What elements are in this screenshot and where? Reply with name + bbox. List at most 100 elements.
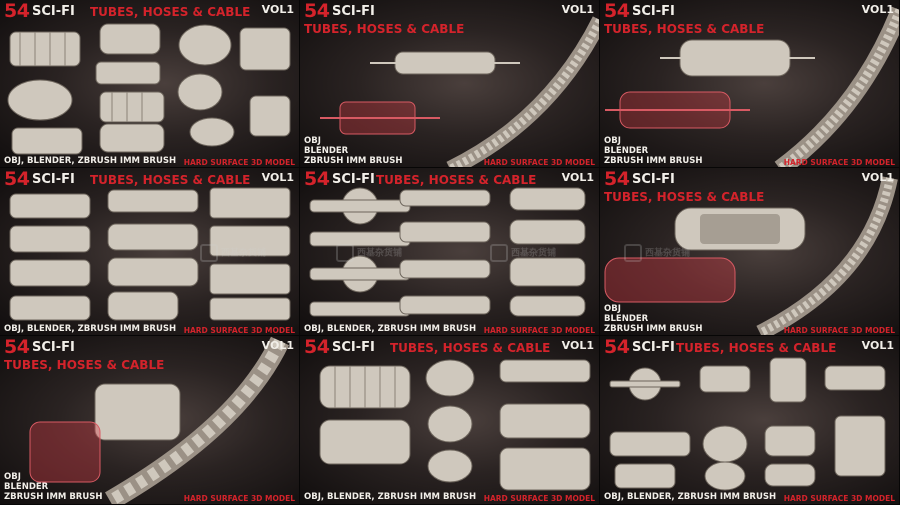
hose-render	[320, 16, 599, 167]
format-line: OBJ	[604, 136, 621, 146]
sci-fi-title: SCI-FI	[32, 340, 75, 355]
format-list: OBJ BLENDER ZBRUSH IMM BRUSH	[304, 136, 403, 166]
volume-label: VOL1	[561, 3, 594, 16]
sci-fi-title: SCI-FI	[332, 172, 375, 187]
format-line: ZBRUSH IMM BRUSH	[4, 492, 103, 502]
watermark: 西基杂货铺	[624, 244, 690, 262]
parts-render	[609, 357, 886, 491]
preview-panel-1: 54 SCI-FI TUBES, HOSES & CABLE VOL1 OBJ,…	[0, 0, 300, 168]
format-line: OBJ, BLENDER, ZBRUSH IMM BRUSH	[304, 492, 477, 502]
format-list: OBJ, BLENDER, ZBRUSH IMM BRUSH	[304, 492, 476, 502]
watermark-logo-icon	[624, 244, 642, 262]
format-line: OBJ, BLENDER, ZBRUSH IMM BRUSH	[4, 156, 177, 166]
watermark: 西基杂货铺	[336, 244, 402, 262]
watermark-text: 西基杂货铺	[357, 248, 403, 259]
product-count: 54	[604, 336, 630, 358]
parts-render	[9, 187, 291, 321]
format-line: ZBRUSH IMM BRUSH	[604, 324, 703, 334]
product-subtitle: TUBES, HOSES & CABLE	[390, 341, 551, 355]
watermark-text: 西基杂货铺	[645, 248, 691, 259]
hard-surface-tag: HARD SURFACE 3D MODEL	[483, 494, 595, 503]
product-subtitle: TUBES, HOSES & CABLE	[604, 190, 765, 204]
preview-panel-2: 54 SCI-FI TUBES, HOSES & CABLE VOL1 OBJ …	[300, 0, 600, 168]
format-line: ZBRUSH IMM BRUSH	[604, 156, 703, 166]
hard-surface-tag: HARD SURFACE 3D MODEL	[183, 158, 295, 167]
hose-render	[604, 176, 898, 335]
hard-surface-tag: HARD SURFACE 3D MODEL	[783, 494, 895, 503]
format-list: OBJ, BLENDER, ZBRUSH IMM BRUSH	[604, 492, 776, 502]
product-count: 54	[304, 336, 330, 358]
volume-label: VOL1	[861, 171, 894, 184]
watermark: 西基杂货铺	[490, 244, 556, 262]
hose-render	[605, 6, 899, 167]
product-count: 54	[604, 0, 630, 22]
preview-panel-3: 54 SCI-FI TUBES, HOSES & CABLE VOL1 OBJ …	[600, 0, 900, 168]
sci-fi-title: SCI-FI	[632, 4, 675, 19]
product-count: 54	[4, 336, 30, 358]
format-line: BLENDER	[604, 146, 649, 156]
format-line: OBJ, BLENDER, ZBRUSH IMM BRUSH	[4, 324, 177, 334]
preview-panel-8: 54 SCI-FI TUBES, HOSES & CABLE VOL1 OBJ,…	[300, 336, 600, 505]
sci-fi-title: SCI-FI	[632, 172, 675, 187]
format-line: OBJ	[4, 472, 21, 482]
watermark-text: 西基杂货铺	[511, 248, 557, 259]
format-line: ZBRUSH IMM BRUSH	[304, 156, 403, 166]
preview-panel-7: 54 SCI-FI TUBES, HOSES & CABLE VOL1 OBJ …	[0, 336, 300, 505]
format-line: OBJ, BLENDER, ZBRUSH IMM BRUSH	[304, 324, 477, 334]
parts-render	[309, 187, 586, 317]
preview-panel-6: 54 SCI-FI TUBES, HOSES & CABLE VOL1 西基杂货…	[600, 168, 900, 336]
product-subtitle: TUBES, HOSES & CABLE	[90, 173, 251, 187]
sci-fi-title: SCI-FI	[332, 340, 375, 355]
preview-panel-4: 54 SCI-FI TUBES, HOSES & CABLE VOL1 西基杂货…	[0, 168, 300, 336]
product-subtitle: TUBES, HOSES & CABLE	[604, 22, 765, 36]
format-line: OBJ	[304, 136, 321, 146]
volume-label: VOL1	[261, 3, 294, 16]
format-line: BLENDER	[4, 482, 49, 492]
format-list: OBJ BLENDER ZBRUSH IMM BRUSH	[4, 472, 103, 502]
watermark: 西基杂货铺	[200, 244, 266, 262]
volume-label: VOL1	[861, 3, 894, 16]
format-list: OBJ BLENDER ZBRUSH IMM BRUSH	[604, 136, 703, 166]
watermark-logo-icon	[336, 244, 354, 262]
hard-surface-tag: HARD SURFACE 3D MODEL	[483, 326, 595, 335]
watermark-text: 西基杂货铺	[221, 248, 267, 259]
product-subtitle: TUBES, HOSES & CABLE	[90, 5, 251, 19]
product-count: 54	[304, 168, 330, 190]
format-line: OBJ, BLENDER, ZBRUSH IMM BRUSH	[604, 492, 777, 502]
volume-label: VOL1	[861, 339, 894, 352]
sci-fi-title: SCI-FI	[632, 340, 675, 355]
cable-render	[29, 336, 290, 504]
format-line: BLENDER	[304, 146, 349, 156]
hard-surface-tag: HARD SURFACE 3D MODEL	[783, 326, 895, 335]
watermark-logo-icon	[200, 244, 218, 262]
parts-render	[319, 359, 591, 491]
volume-label: VOL1	[261, 171, 294, 184]
product-count: 54	[4, 0, 30, 22]
product-count: 54	[604, 168, 630, 190]
product-subtitle: TUBES, HOSES & CABLE	[304, 22, 465, 36]
parts-render	[7, 23, 291, 155]
sci-fi-title: SCI-FI	[332, 4, 375, 19]
format-list: OBJ BLENDER ZBRUSH IMM BRUSH	[604, 304, 703, 334]
preview-panel-5: 54 SCI-FI TUBES, HOSES & CABLE VOL1 西基杂货…	[300, 168, 600, 336]
product-subtitle: TUBES, HOSES & CABLE	[376, 173, 537, 187]
sci-fi-title: SCI-FI	[32, 4, 75, 19]
format-list: OBJ, BLENDER, ZBRUSH IMM BRUSH	[4, 324, 176, 334]
volume-label: VOL1	[561, 171, 594, 184]
hard-surface-tag: HARD SURFACE 3D MODEL	[183, 494, 295, 503]
hard-surface-tag: HARD SURFACE 3D MODEL	[483, 158, 595, 167]
format-line: OBJ	[604, 304, 621, 314]
volume-label: VOL1	[261, 339, 294, 352]
hard-surface-tag: HARD SURFACE 3D MODEL	[183, 326, 295, 335]
format-list: OBJ, BLENDER, ZBRUSH IMM BRUSH	[304, 324, 476, 334]
volume-label: VOL1	[561, 339, 594, 352]
watermark-logo-icon	[490, 244, 508, 262]
format-list: OBJ, BLENDER, ZBRUSH IMM BRUSH	[4, 156, 176, 166]
sci-fi-title: SCI-FI	[32, 172, 75, 187]
product-subtitle: TUBES, HOSES & CABLE	[4, 358, 165, 372]
preview-panel-9: 54 SCI-FI TUBES, HOSES & CABLE VOL1 OBJ,…	[600, 336, 900, 505]
hard-surface-tag: HARD SURFACE 3D MODEL	[783, 158, 895, 167]
format-line: BLENDER	[604, 314, 649, 324]
product-count: 54	[4, 168, 30, 190]
